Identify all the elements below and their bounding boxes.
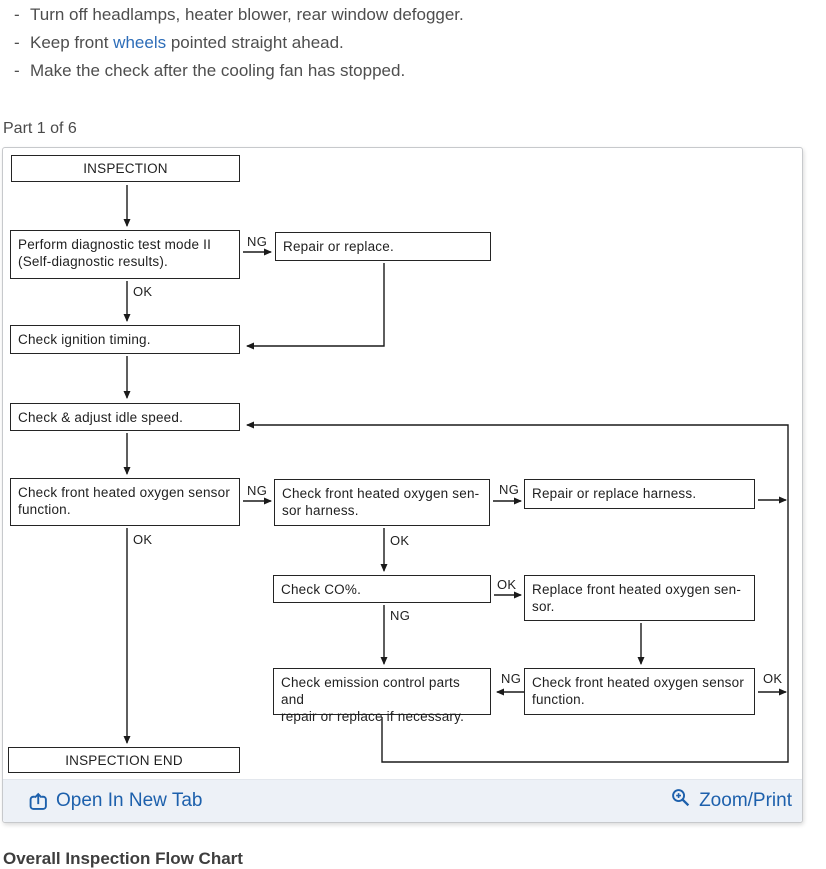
flow-box-repair-replace: Repair or replace. [275,232,491,261]
flow-box-text: Replace front heated oxygen sen- [532,582,742,597]
flow-box-ignition-timing: Check ignition timing. [10,325,240,354]
flow-box-idle-speed: Check & adjust idle speed. [10,403,240,431]
flowchart-card: INSPECTION Perform diagnostic test mode … [2,147,803,823]
flow-box-check-co: Check CO%. [273,575,491,603]
flow-box-text: Check ignition timing. [18,332,151,347]
flowchart-diagram: INSPECTION Perform diagnostic test mode … [3,148,802,779]
note-line: -Turn off headlamps, heater blower, rear… [14,5,464,25]
wheels-link[interactable]: wheels [113,33,167,52]
flow-box-text: INSPECTION [83,161,168,176]
branch-label-ok: OK [133,532,153,547]
zoom-print-label: Zoom/Print [699,790,792,811]
part-label: Part 1 of 6 [3,120,77,137]
flow-box-o2-function-1: Check front heated oxygen sensor functio… [10,478,240,526]
flow-box-text: sor. [532,599,555,614]
section-heading: Overall Inspection Flow Chart [3,849,243,868]
flow-box-text: function. [18,502,71,517]
flow-box-o2-harness: Check front heated oxygen sen- sor harne… [274,479,490,526]
note-line: -Keep front wheels pointed straight ahea… [14,33,344,53]
flow-box-text: Repair or replace harness. [532,486,697,501]
branch-label-ng: NG [499,482,520,497]
zoom-print-button[interactable]: Zoom/Print [671,789,792,812]
bullet-dash: - [14,5,20,24]
flow-box-text: Check front heated oxygen sensor [532,675,745,690]
note-text: Keep front [30,33,114,52]
note-text: Turn off headlamps, heater blower, rear … [30,5,464,24]
branch-label-ok: OK [497,577,517,592]
flow-box-text: (Self-diagnostic results). [18,254,169,269]
flow-box-replace-o2: Replace front heated oxygen sen- sor. [524,575,755,621]
flow-box-inspection-end: INSPECTION END [8,747,240,773]
zoom-in-icon [672,789,690,807]
note-text: pointed straight ahead. [166,33,344,52]
flow-box-text: Repair or replace. [283,239,394,254]
flow-box-o2-function-2: Check front heated oxygen sensor functio… [524,668,755,715]
flow-box-text: Check front heated oxygen sensor [18,485,231,500]
viewer-footer: Open In New Tab Zoom/Print [3,779,802,822]
flow-box-diagnostic-test: Perform diagnostic test mode II (Self-di… [10,230,240,279]
flow-box-repair-harness: Repair or replace harness. [524,479,755,509]
flow-box-emission-parts: Check emission control parts and repair … [273,668,491,724]
flow-box-inspection: INSPECTION [11,155,240,182]
flow-box-text: INSPECTION END [65,752,183,768]
branch-label-ng: NG [247,483,268,498]
branch-label-ok: OK [763,671,783,686]
branch-label-ng: NG [501,671,522,686]
flow-box-text: repair or replace if necessary. [281,709,465,724]
flow-box-text: Check front heated oxygen sen- [282,486,480,501]
flow-box-text: sor harness. [282,503,359,518]
note-text: Make the check after the cooling fan has… [30,61,406,80]
open-in-new-tab-button[interactable]: Open In New Tab [29,790,202,812]
flow-box-text: Check CO%. [281,582,362,597]
flow-box-text: Perform diagnostic test mode II [18,237,212,252]
bullet-dash: - [14,61,20,80]
branch-label-ok: OK [390,533,410,548]
open-in-new-tab-icon [29,792,47,810]
bullet-dash: - [14,33,20,52]
note-line: -Make the check after the cooling fan ha… [14,61,405,81]
branch-label-ok: OK [133,284,153,299]
flow-box-text: Check emission control parts and [281,675,460,707]
flow-box-text: Check & adjust idle speed. [18,410,184,425]
branch-label-ng: NG [247,234,268,249]
flow-box-text: function. [532,692,585,707]
branch-label-ng: NG [390,608,411,623]
open-in-new-tab-label: Open In New Tab [56,790,203,811]
